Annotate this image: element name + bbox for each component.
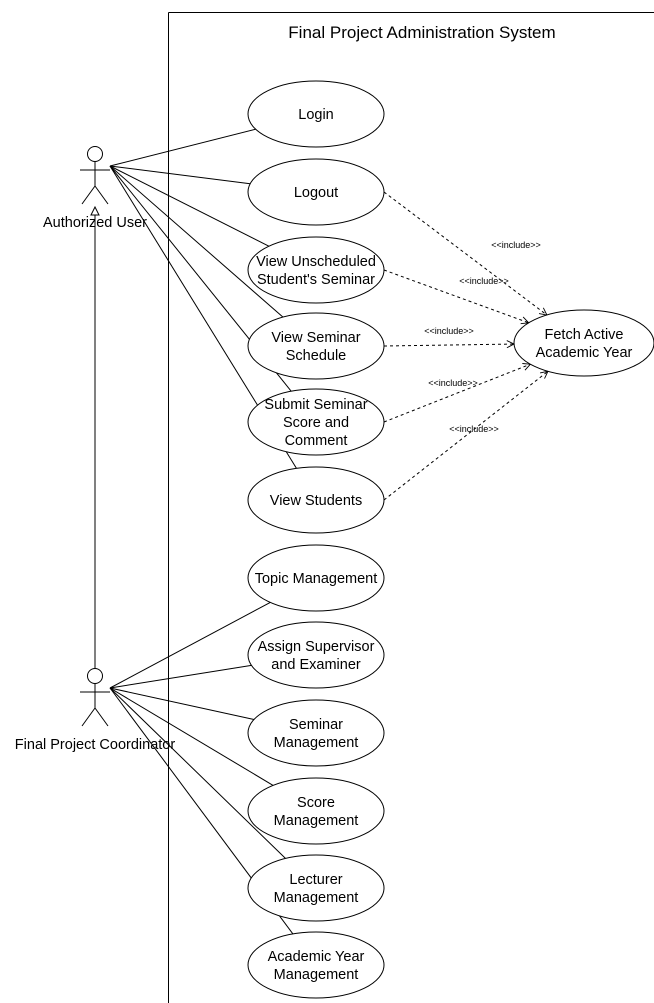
use-case-login: Login xyxy=(247,80,385,148)
actor-final-project-coordinator: Final Project Coordinator xyxy=(15,668,176,753)
association-final-project-coordinator-lecturer-management xyxy=(109,687,286,859)
use-case-label: Management xyxy=(274,735,359,751)
actor-head xyxy=(87,668,103,684)
use-case-ellipse xyxy=(247,466,385,534)
system-boundary xyxy=(168,12,654,1003)
use-case-assign-supervisor: Assign Supervisor and Examiner xyxy=(247,621,385,689)
actor-head xyxy=(87,146,103,162)
use-case-label: Comment xyxy=(285,433,348,449)
include-logout xyxy=(383,191,547,315)
use-case-ellipse xyxy=(513,309,654,377)
use-case-label: and Examiner xyxy=(271,657,361,673)
use-case-label: Academic Year xyxy=(268,949,365,965)
use-case-label: Management xyxy=(274,890,359,906)
use-case-ellipse xyxy=(247,158,385,226)
use-case-ellipse xyxy=(247,544,385,612)
use-case-label: Management xyxy=(274,813,359,829)
association-final-project-coordinator-assign-supervisor xyxy=(109,664,252,689)
association-final-project-coordinator-score-management xyxy=(109,687,274,786)
association-authorized-user-view-seminar-schedule xyxy=(109,165,284,318)
use-case-label: Score xyxy=(297,795,335,811)
include-view-unscheduled xyxy=(383,269,529,323)
use-case-ellipse xyxy=(247,80,385,148)
use-case-topic-management: Topic Management xyxy=(247,544,385,612)
actor-right-leg xyxy=(94,707,109,727)
use-case-label: Student's Seminar xyxy=(257,272,375,288)
use-case-ellipse xyxy=(247,931,385,999)
association-authorized-user-logout xyxy=(109,165,251,185)
use-case-label: Seminar xyxy=(289,717,343,733)
use-case-ellipse xyxy=(247,854,385,922)
actor-left-leg xyxy=(81,185,96,205)
use-case-ellipse xyxy=(247,621,385,689)
include-label-view-seminar-schedule: <<include>> xyxy=(424,326,474,336)
use-case-logout: Logout xyxy=(247,158,385,226)
use-case-view-students: View Students xyxy=(247,466,385,534)
use-case-label: Topic Management xyxy=(255,571,378,587)
association-authorized-user-login xyxy=(109,128,256,167)
use-case-label: Academic Year xyxy=(536,345,633,361)
use-case-label: View Unscheduled xyxy=(256,254,376,270)
actor-authorized-user: Authorized User xyxy=(43,146,147,231)
use-case-label: View Students xyxy=(270,493,362,509)
include-label-logout: <<include>> xyxy=(491,240,541,250)
include-view-seminar-schedule xyxy=(383,344,514,346)
use-case-label: Management xyxy=(274,967,359,983)
include-view-students xyxy=(383,371,548,501)
system-title: Final Project Administration System xyxy=(288,23,555,42)
use-case-label: Logout xyxy=(294,185,338,201)
use-case-ellipse xyxy=(247,388,385,456)
association-final-project-coordinator-topic-management xyxy=(109,601,271,689)
use-case-label: Lecturer xyxy=(289,872,342,888)
use-case-ellipse xyxy=(247,236,385,304)
actor-left-leg xyxy=(81,707,96,727)
actor-label: Authorized User xyxy=(43,215,147,231)
actor-right-leg xyxy=(94,185,109,205)
use-case-ellipse xyxy=(247,777,385,845)
use-case-label: Submit Seminar xyxy=(264,397,367,413)
use-case-ellipse xyxy=(247,312,385,380)
association-final-project-coordinator-seminar-management xyxy=(109,687,255,720)
use-case-label: Login xyxy=(298,107,333,123)
use-case-ellipse xyxy=(247,699,385,767)
use-case-label: Schedule xyxy=(286,348,346,364)
include-label-submit-seminar-score: <<include>> xyxy=(428,378,478,388)
association-authorized-user-view-unscheduled xyxy=(109,165,270,247)
use-case-label: Score and xyxy=(283,415,349,431)
use-case-label: Assign Supervisor xyxy=(258,639,375,655)
generalization-arrowhead xyxy=(90,205,100,216)
actor-label: Final Project Coordinator xyxy=(15,737,176,753)
use-case-label: View Seminar xyxy=(271,330,360,346)
include-submit-seminar-score xyxy=(383,364,530,423)
use-case-label: Fetch Active xyxy=(545,327,624,343)
include-label-view-students: <<include>> xyxy=(449,424,499,434)
include-label-view-unscheduled: <<include>> xyxy=(459,276,509,286)
